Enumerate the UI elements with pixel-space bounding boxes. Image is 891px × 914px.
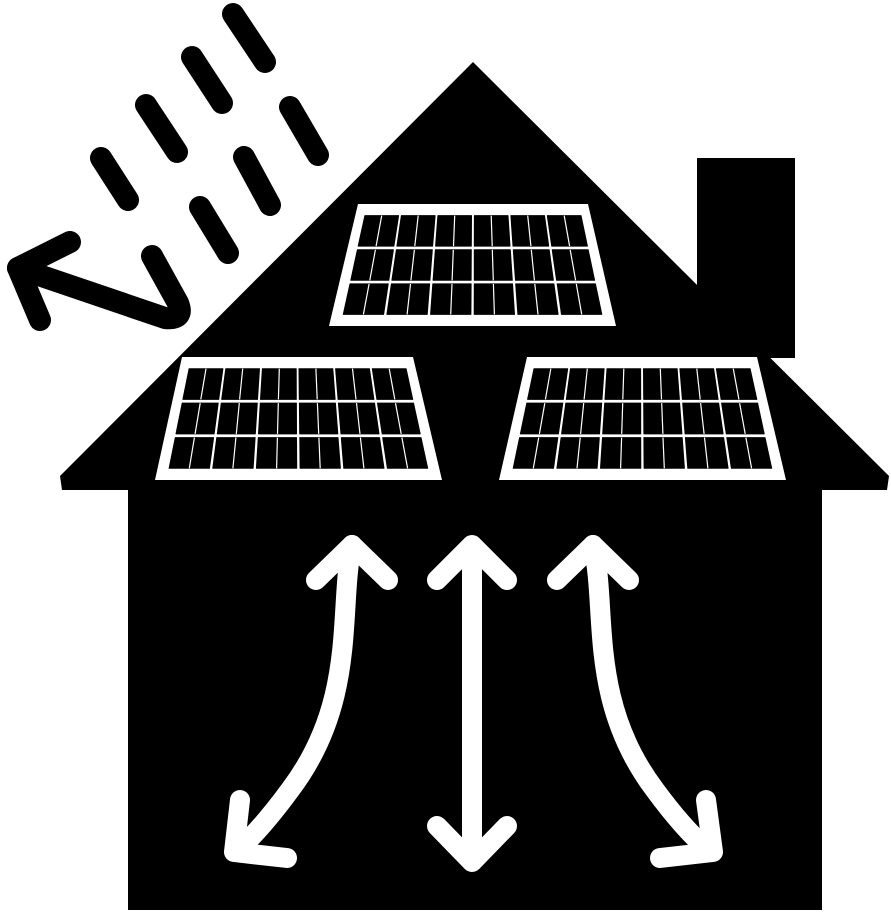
panel-cell-divider <box>659 368 663 400</box>
panel-cell-divider <box>359 437 365 469</box>
panel-cell-divider <box>575 283 583 315</box>
solar-panel-left <box>155 357 442 480</box>
energy-flow-arrows-icon <box>224 535 723 872</box>
panel-cell-divider <box>232 437 237 469</box>
panel-cell-divider <box>576 437 581 469</box>
panel-cell-divider <box>410 249 415 281</box>
solar-panel-right <box>499 357 786 480</box>
panel-cell-divider <box>355 403 361 434</box>
panel-cell-divider <box>239 368 244 400</box>
reflection-arrow-icon <box>7 231 191 331</box>
panel-cell-divider <box>580 403 585 434</box>
panel-cell-divider <box>534 283 539 315</box>
panel-cell-divider <box>194 403 201 434</box>
panel-cell-divider <box>745 437 753 469</box>
panel-cell-divider <box>622 368 625 400</box>
panel-cell-divider <box>375 215 383 247</box>
panel-cell-divider <box>662 437 665 469</box>
sun-ray-dashes-icon <box>90 3 329 264</box>
panel-cell-divider <box>538 402 546 435</box>
panel-cell-divider <box>620 437 623 469</box>
flow-arrow-left <box>230 535 362 858</box>
panel-cell-divider <box>315 368 318 400</box>
panel-cell-divider <box>200 368 207 400</box>
panel-cell-divider <box>351 368 357 400</box>
panel-cell-divider <box>696 368 701 400</box>
panel-cell-divider <box>451 249 454 281</box>
panel-cell-divider <box>732 368 740 400</box>
panel-cell-divider <box>388 368 396 400</box>
panel-cell-divider <box>401 437 409 469</box>
panel-cell-divider <box>276 403 279 434</box>
panel-cell-divider <box>276 437 278 469</box>
panel-cell-divider <box>530 249 535 281</box>
panel-cell-divider <box>235 403 240 434</box>
flow-arrow-right <box>583 535 716 858</box>
panel-cell-divider <box>490 215 493 247</box>
panel-cell-divider <box>316 403 320 434</box>
panel-cell-divider <box>621 403 624 434</box>
panel-cell-divider <box>492 283 495 315</box>
panel-cell-divider <box>318 437 321 469</box>
solar-panels <box>155 204 786 480</box>
panel-cell-divider <box>406 283 412 315</box>
panel-cell-divider <box>700 403 705 434</box>
panel-cell-divider <box>414 215 419 247</box>
panel-cell-divider <box>563 215 571 247</box>
panel-cell-divider <box>188 437 195 469</box>
panel-cell-divider <box>703 437 709 469</box>
panel-cell-divider <box>362 283 370 315</box>
panel-cell-divider <box>369 249 376 281</box>
panel-cell-divider <box>544 368 552 400</box>
panel-cell-divider <box>491 249 494 281</box>
panel-cell-divider <box>569 249 577 281</box>
panel-cell-divider <box>394 402 402 435</box>
panel-cell-divider <box>450 283 453 315</box>
panel-cell-divider <box>532 437 540 469</box>
panel-cell-divider <box>583 368 588 400</box>
panel-cell-divider <box>661 403 664 434</box>
panel-cell-divider <box>527 215 532 247</box>
panel-cell-divider <box>739 402 746 435</box>
panel-cell-divider <box>277 368 280 400</box>
panel-cell-divider <box>452 215 456 247</box>
solar-panel-top <box>329 204 616 326</box>
